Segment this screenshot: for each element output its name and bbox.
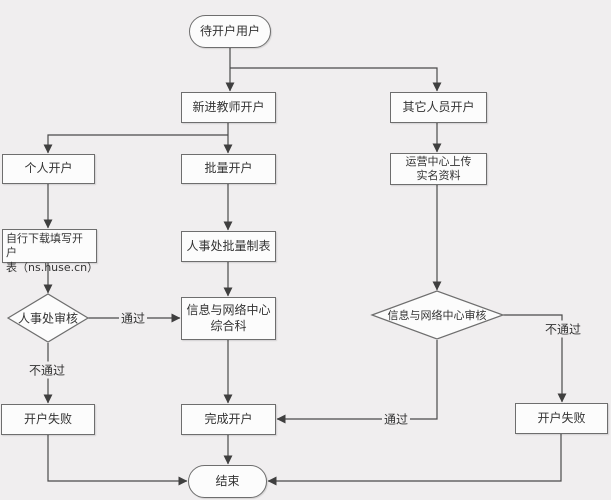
- node-network-center-office: 信息与网络中心 综合科: [181, 297, 276, 340]
- network-review-diamond: [370, 290, 505, 340]
- node-self-download-form: 自行下载填写开户 表（ns.huse.cn）: [2, 229, 98, 274]
- node-fail-left: 开户失败: [1, 404, 95, 435]
- edge-networkreview-pass: [276, 340, 438, 424]
- node-end-terminator: 结束: [188, 465, 267, 498]
- edge-label-pass-bottom: 通过: [381, 410, 411, 428]
- node-complete-account: 完成开户: [181, 404, 276, 435]
- edge-networkreview-fail: [503, 314, 567, 403]
- network-review-diamond-label: 信息与网络中心审核: [387, 309, 487, 322]
- edge-failleft-end: [47, 435, 188, 486]
- node-hr-batch-table: 人事处批量制表: [181, 231, 276, 262]
- node-ops-upload: 运营中心上传 实名资料: [390, 153, 487, 185]
- node-new-teacher: 新进教师开户: [181, 92, 276, 123]
- hr-review-diamond: [6, 293, 90, 343]
- edge-label-pass-left: 通过: [118, 309, 148, 327]
- edge-start-otherperson: [230, 67, 442, 92]
- node-start-terminator: 待开户用户: [189, 15, 271, 48]
- edge-newteacher-personal: [43, 134, 228, 154]
- node-fail-right: 开户失败: [515, 403, 608, 434]
- node-batch-account: 批量开户: [181, 154, 276, 184]
- node-other-person: 其它人员开户: [390, 92, 487, 123]
- edge-label-nopass-right: 不通过: [542, 320, 584, 338]
- edge-label-nopass-left: 不通过: [26, 361, 68, 379]
- edge-failright-end: [267, 434, 562, 486]
- node-personal-account: 个人开户: [2, 154, 95, 184]
- hr-review-diamond-label: 人事处审核: [17, 311, 79, 326]
